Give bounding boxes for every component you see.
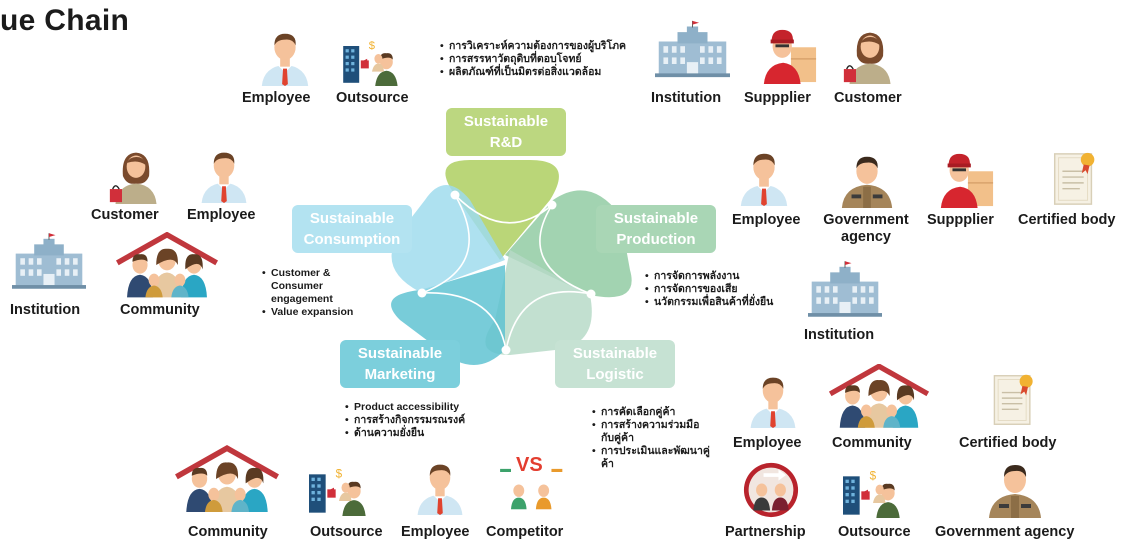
bullet-item: Product accessibility — [345, 401, 495, 414]
stakeholder-label: Customer — [91, 207, 159, 223]
page-title: ue Chain — [0, 4, 130, 37]
petal-marketing — [391, 265, 505, 365]
bullets-rd: การวิเคราะห์ความต้องการของผู้บริโภค การส… — [440, 40, 650, 79]
stakeholder-label: Outsource — [336, 90, 409, 106]
stakeholder-label: Government agency — [935, 524, 1075, 540]
stage-production: Sustainable Production — [596, 205, 716, 253]
bullet-item: ด้านความยั่งยืน — [345, 427, 495, 440]
bullet-item: การสร้างกิจกรรมรณรงค์ — [345, 414, 495, 427]
stakeholder-label: Employee — [187, 207, 256, 223]
bullets-marketing: Product accessibility การสร้างกิจกรรมรณร… — [345, 401, 495, 440]
outsource-icon — [300, 466, 378, 516]
employee-icon — [412, 458, 468, 516]
stakeholder-label: Customer — [834, 90, 902, 106]
community-icon — [172, 444, 282, 514]
vs-text: VS — [516, 454, 543, 476]
bullet-item: การคัดเลือกคู่ค้า — [592, 406, 712, 419]
stakeholder-label: Suppplier — [744, 90, 811, 106]
partnership-icon — [743, 462, 799, 518]
certificate-icon — [990, 372, 1038, 428]
bullet-item: การสรรหาวัตถุดิบที่ตอบโจทย์ — [440, 53, 650, 66]
stakeholder-label: Outsource — [838, 524, 911, 540]
stage-rd: Sustainable R&D — [446, 108, 566, 156]
bullet-item: การจัดการของเสีย — [645, 283, 795, 296]
stakeholder-label: Employee — [242, 90, 311, 106]
petal-rd — [445, 160, 559, 260]
stakeholder-label: Government agency — [823, 212, 909, 245]
bullet-item: การจัดการพลังงาน — [645, 270, 795, 283]
community-icon — [113, 232, 221, 298]
stakeholder-label: Employee — [732, 212, 801, 228]
bullets-logistic: การคัดเลือกคู่ค้า การสร้างความร่วมมือกับ… — [592, 406, 712, 471]
bullets-consumption: Customer & Consumer engagement Value exp… — [262, 267, 362, 319]
bullet-item: Customer & Consumer engagement — [262, 267, 362, 306]
stakeholder-label: Outsource — [310, 524, 383, 540]
stakeholder-label: Suppplier — [927, 212, 994, 228]
supplier-icon — [935, 150, 997, 208]
institution-icon — [12, 226, 86, 296]
outsource-icon — [333, 38, 411, 86]
bullets-production: การจัดการพลังงาน การจัดการของเสีย นวัตกร… — [645, 270, 795, 309]
employee-icon — [255, 28, 315, 86]
employee-icon — [735, 148, 793, 206]
certificate-icon — [1050, 150, 1100, 208]
stakeholder-label: Institution — [804, 327, 875, 343]
stakeholder-label: Partnership — [725, 524, 806, 540]
customer-icon — [108, 148, 164, 204]
stakeholder-label: Employee — [733, 435, 802, 451]
stakeholder-label: Certified body — [959, 435, 1057, 451]
employee-icon — [196, 146, 252, 204]
community-icon — [826, 364, 932, 428]
stage-logistic: Sustainable Logistic — [555, 340, 675, 388]
institution-icon — [655, 12, 730, 86]
government-icon — [985, 458, 1045, 518]
stakeholder-label: Employee — [401, 524, 470, 540]
value-chain-diagram — [391, 160, 632, 365]
supplier-icon — [760, 24, 818, 86]
stakeholder-label: Institution — [10, 302, 81, 318]
stakeholder-label: Community — [188, 524, 268, 540]
bullet-item: การประเมินและพัฒนาคู่ค้า — [592, 445, 712, 471]
government-icon — [838, 150, 896, 208]
customer-icon — [842, 26, 898, 86]
bullet-item: นวัตกรรมเพื่อสินค้าที่ยั่งยืน — [645, 296, 795, 309]
stage-marketing: Sustainable Marketing — [340, 340, 460, 388]
stakeholder-label: Institution — [651, 90, 722, 106]
stakeholder-label: Community — [832, 435, 912, 451]
bullet-item: Value expansion — [262, 306, 362, 319]
stakeholder-label: Certified body — [1018, 212, 1116, 228]
institution-icon — [808, 256, 882, 322]
bullet-item: การวิเคราะห์ความต้องการของผู้บริโภค — [440, 40, 650, 53]
bullet-item: ผลิตภัณฑ์ที่เป็นมิตรต่อสิ่งแวดล้อม — [440, 66, 650, 79]
stage-consumption: Sustainable Consumption — [292, 205, 412, 253]
employee-icon — [745, 372, 801, 428]
competitor-icon: VS — [497, 454, 567, 516]
stakeholder-label: Community — [120, 302, 200, 318]
bullet-item: การสร้างความร่วมมือกับคู่ค้า — [592, 419, 712, 445]
stakeholder-label: Competitor — [486, 524, 564, 540]
outsource-icon — [834, 468, 912, 518]
